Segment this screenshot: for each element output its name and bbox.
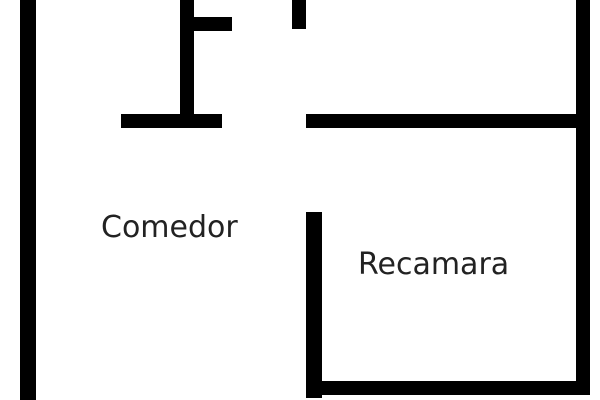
dining-partition-wall [121, 114, 222, 128]
outer-left-wall [20, 0, 36, 400]
closet-wall-horizontal [180, 17, 232, 31]
bedroom-top-wall [306, 114, 590, 128]
room-label-comedor: Comedor [101, 210, 238, 245]
outer-right-wall [576, 0, 590, 388]
bedroom-bottom-wall [306, 381, 590, 395]
door-jamb-stub [292, 0, 306, 29]
room-label-recamara: Recamara [358, 247, 510, 282]
bedroom-left-wall [306, 212, 322, 398]
closet-wall-vertical [180, 0, 194, 126]
walls [20, 0, 590, 400]
